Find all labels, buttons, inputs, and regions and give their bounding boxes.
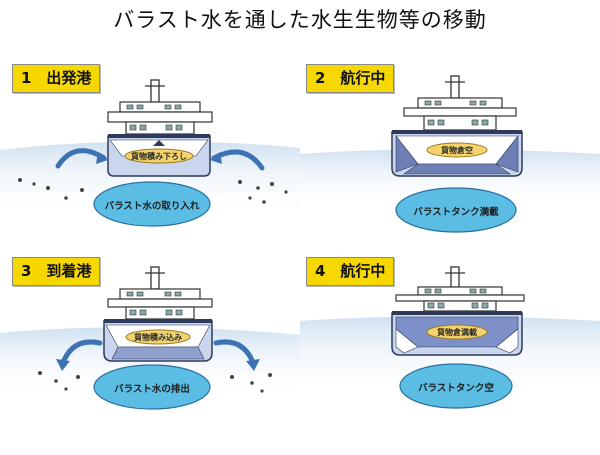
step-label-3: 3 到着港 [12,257,101,286]
cargo-status-label: 貨物倉空 [441,146,473,155]
ship-illustration [300,266,600,409]
step-label-2: 2 航行中 [306,64,395,93]
sea-surface [300,149,600,208]
cargo-status-label: 貨物積み下ろし [131,152,187,161]
ballast-status-label: バラストタンク空 [418,383,494,394]
panel-voyage-empty: 2 航行中 貨物倉空 バラストタンク満載 [300,58,600,258]
panel-arrival-port: 3 到着港 貨物積み [0,255,300,455]
ship-illustration [300,75,600,233]
ballast-status-label: バラスト水の排出 [114,384,190,395]
ship-illustration [0,266,300,410]
ballast-ellipse [93,364,211,410]
cargo-status-label: 貨物倉満載 [437,328,477,337]
ballast-tank-full [395,135,519,175]
ballast-ellipse [395,187,517,233]
step-label-4: 4 航行中 [306,257,395,286]
cargo-ellipse [426,142,488,158]
cargo-status-label: 貨物積み込み [134,333,182,342]
cargo-ellipse [125,329,191,345]
ballast-ellipse [93,181,211,227]
ballast-status-label: バラストタンク満載 [413,207,499,218]
sea-surface [0,141,300,218]
ballast-status-label: バラスト水の取り入れ [104,201,200,212]
ballast-ellipse [399,363,513,409]
step-label-1: 1 出発港 [12,64,101,93]
diagram-title: バラスト水を通した水生生物等の移動 [113,8,487,32]
ship-illustration [0,79,300,227]
cargo-ellipse [124,148,194,164]
cargo-ellipse [426,324,488,340]
panel-voyage-loaded: 4 航行中 貨物倉満載 バラストタンク空 [300,255,600,455]
panel-departure-port: 1 出発港 [0,58,300,258]
